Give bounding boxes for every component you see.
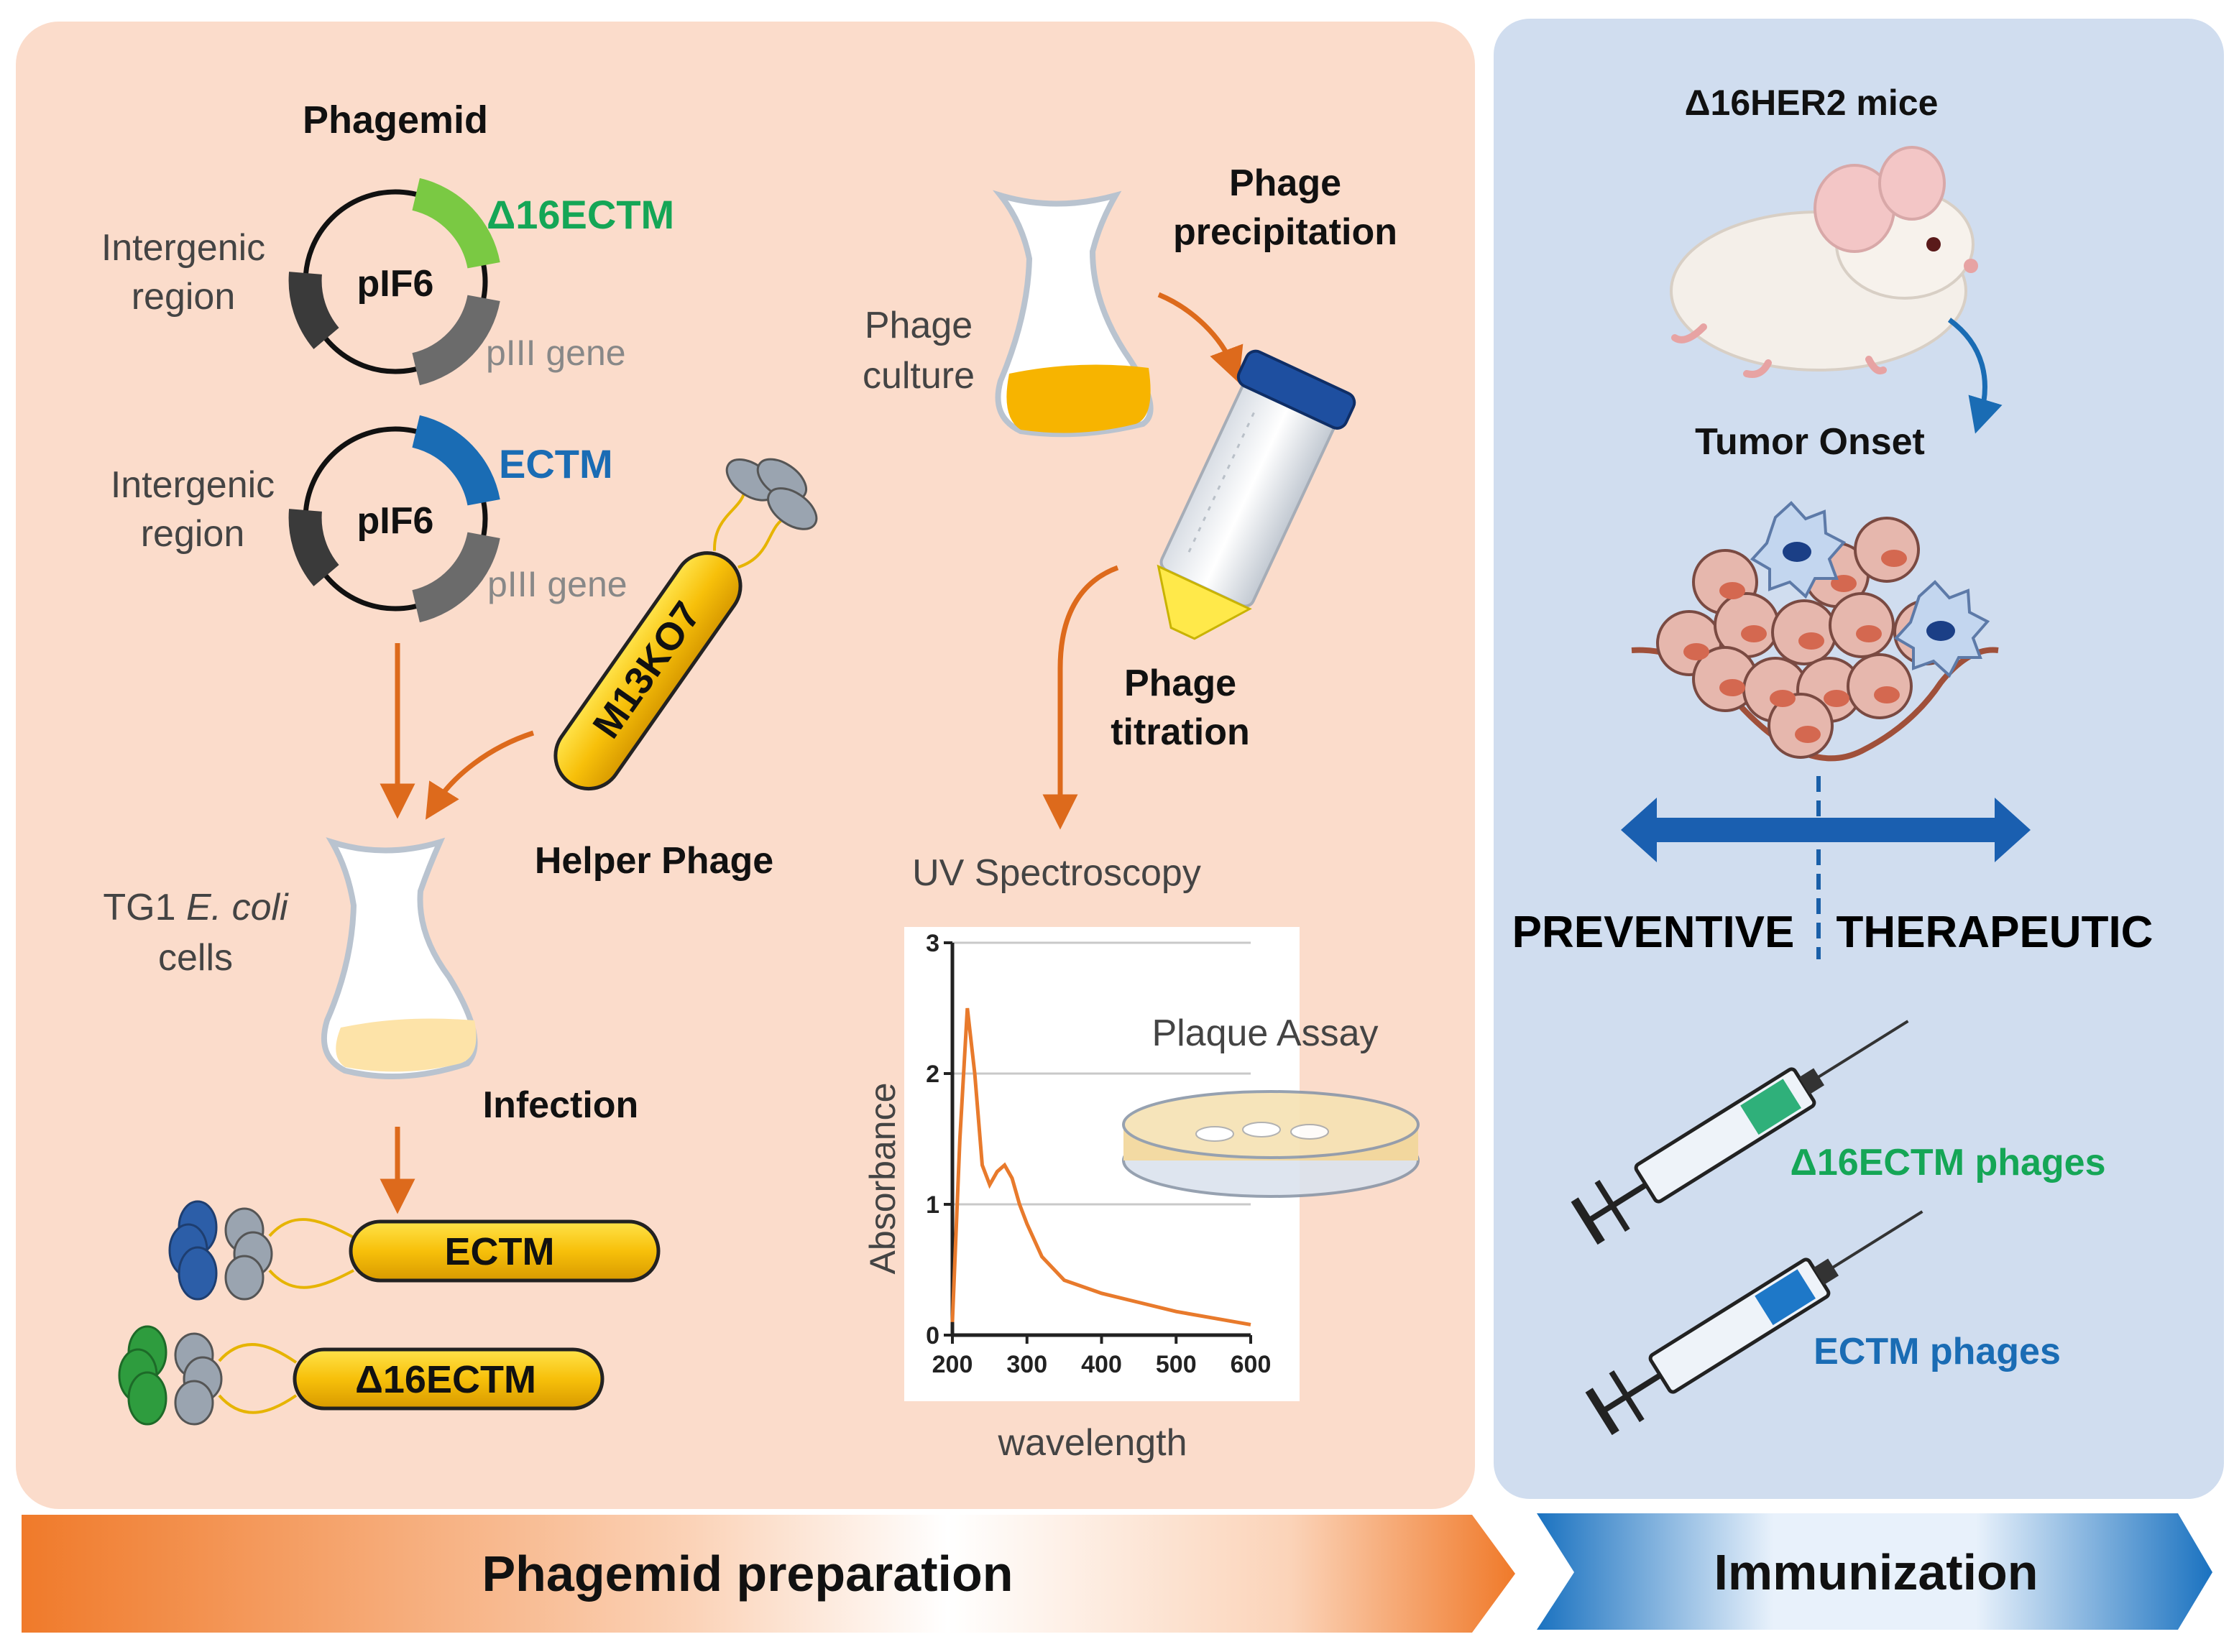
syringe-d16ectm — [1571, 1020, 1909, 1245]
precip-label-1: Phage — [1229, 162, 1341, 204]
petri-dish — [1122, 1090, 1420, 1198]
timeline-double-arrow — [1621, 798, 2031, 862]
mice-label: Δ16HER2 mice — [1685, 83, 1939, 123]
chart-xlabel: wavelength — [997, 1422, 1187, 1464]
uv-chart: 200 300 400 500 600 0 1 2 3 Absorbance waveleng… — [863, 927, 1300, 1464]
titration-label-1: Phage — [1124, 663, 1236, 704]
syringe-2-label: ECTM phages — [1814, 1331, 2061, 1372]
y-tick-label: 1 — [926, 1191, 939, 1219]
host-label-line2: cells — [158, 937, 233, 979]
x-tick-label: 600 — [1231, 1351, 1272, 1378]
plasmid-bottom-left-1: Intergenic — [111, 464, 275, 506]
banner-right-label: Immunization — [1714, 1544, 2038, 1600]
infection-flask — [321, 837, 478, 1079]
culture-label-1: Phage — [865, 305, 973, 346]
plasmid-bottom: pIF6 — [288, 415, 500, 623]
phage-ectm: ECTM — [168, 1200, 661, 1301]
culture-flask — [992, 190, 1154, 438]
banner-phagemid-preparation — [22, 1515, 1515, 1633]
syringe-1-label: Δ16ECTM phages — [1790, 1142, 2105, 1183]
therapeutic-label: THERAPEUTIC — [1837, 908, 2153, 957]
plasmid-bottom-left-2: region — [141, 513, 245, 555]
precip-label-2: precipitation — [1173, 211, 1397, 253]
centrifuge-tube — [1157, 349, 1356, 640]
phage-d16ectm: Δ16ECTM — [118, 1325, 605, 1426]
plasmid-bottom-insert: ECTM — [499, 441, 613, 486]
phagemid-title: Phagemid — [303, 98, 488, 142]
banner-immunization — [1537, 1513, 2212, 1630]
plasmid-top-insert: Δ16ECTM — [487, 192, 674, 237]
y-tick-label: 0 — [926, 1322, 939, 1349]
arrow-helper-to-infection — [426, 730, 535, 820]
tumor-cells — [1631, 501, 1999, 762]
immune-cell-1 — [1750, 501, 1847, 599]
infection-label: Infection — [483, 1084, 639, 1126]
mouse-image — [1670, 146, 1978, 378]
phage-d16ectm-label: Δ16ECTM — [355, 1358, 536, 1401]
chart-yticks: 0 1 2 3 — [926, 930, 952, 1349]
right-panel — [1494, 19, 2224, 1499]
x-tick-label: 500 — [1156, 1351, 1197, 1378]
culture-label-2: culture — [863, 355, 975, 397]
arrow-mouse-to-tumor — [1947, 318, 2003, 434]
banner-left-label: Phagemid preparation — [482, 1546, 1013, 1602]
x-tick-label: 300 — [1006, 1351, 1047, 1378]
phage-ectm-label: ECTM — [445, 1230, 555, 1273]
plasmid-top-left-2: region — [132, 276, 236, 318]
plaque-label: Plaque Assay — [1152, 1012, 1378, 1054]
chart-xticks: 200 300 400 500 600 — [932, 1335, 1272, 1378]
plasmid-top-left-1: Intergenic — [101, 227, 265, 269]
series-absorbance-line — [950, 1007, 1251, 1326]
plasmid-top-name: pIF6 — [357, 263, 434, 305]
syringe-ectm — [1585, 1210, 1923, 1436]
host-label-tg1: TG1 — [103, 887, 175, 928]
helper-phage-label: Helper Phage — [535, 840, 773, 882]
x-tick-label: 400 — [1081, 1351, 1122, 1378]
plasmid-top-gene: pIII gene — [486, 333, 626, 373]
host-label-ecoli: E. coli — [186, 887, 289, 928]
uv-label: UV Spectroscopy — [912, 852, 1201, 894]
x-tick-label: 200 — [932, 1351, 973, 1378]
plasmid-top: pIF6 — [288, 177, 500, 386]
preventive-label: PREVENTIVE — [1512, 908, 1795, 957]
immune-cell-2 — [1893, 580, 1990, 678]
chart-ylabel: Absorbance — [863, 1083, 903, 1275]
y-tick-label: 2 — [926, 1061, 939, 1088]
plasmid-bottom-name: pIF6 — [357, 500, 434, 542]
plasmid-bottom-gene: pIII gene — [487, 564, 628, 604]
arrow-culture-to-precip — [1157, 292, 1244, 383]
y-tick-label: 3 — [926, 930, 939, 957]
tumor-label: Tumor Onset — [1695, 421, 1925, 463]
arrow-precip-to-uv — [1042, 565, 1119, 830]
titration-label-2: titration — [1111, 711, 1250, 753]
host-label-line1: TG1 E. coli — [103, 887, 289, 928]
